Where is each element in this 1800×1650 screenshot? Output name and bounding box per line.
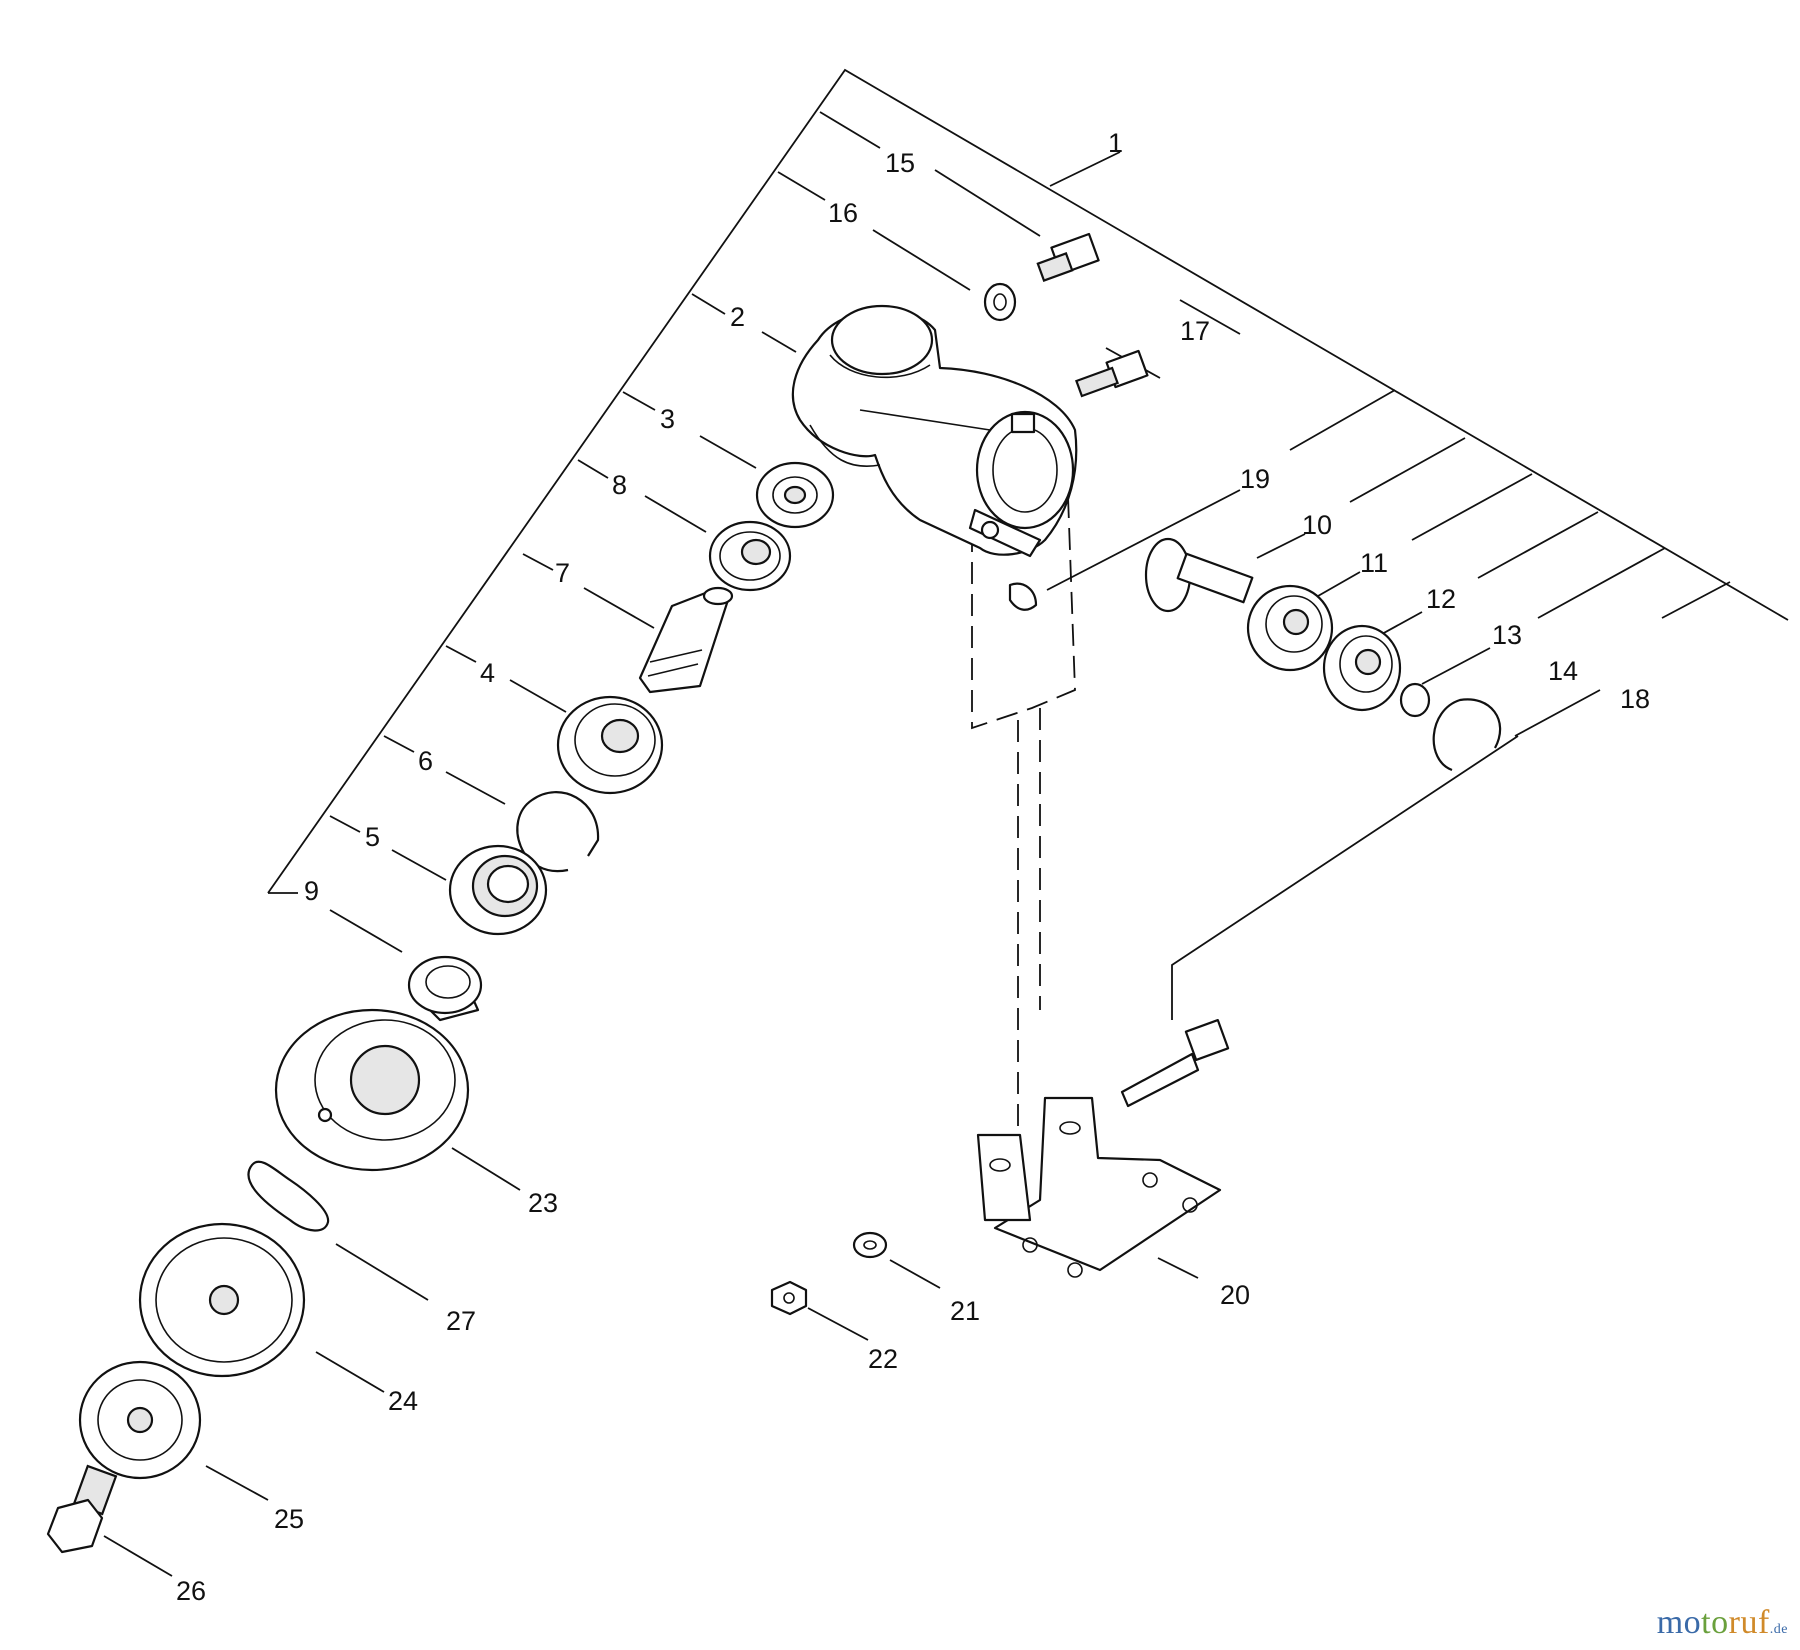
holder-23 (274, 1008, 470, 1172)
callout-4: 4 (480, 658, 495, 688)
callout-16: 16 (828, 198, 858, 228)
callout-labels: 1 2 3 4 5 6 7 8 9 10 11 12 13 14 15 16 1… (176, 128, 1650, 1606)
callout-5: 5 (365, 822, 380, 852)
callout-19: 19 (1240, 464, 1270, 494)
callout-27: 27 (446, 1306, 476, 1336)
bearing-11 (1246, 584, 1334, 672)
seal-5 (448, 844, 548, 936)
callout-1: 1 (1108, 128, 1123, 158)
ring-13 (1399, 682, 1431, 718)
callout-9: 9 (304, 876, 319, 906)
callout-22: 22 (868, 1344, 898, 1374)
callout-15: 15 (885, 148, 915, 178)
callout-3: 3 (660, 404, 675, 434)
callout-12: 12 (1426, 584, 1456, 614)
callout-7: 7 (555, 558, 570, 588)
watermark-part-3: ruf (1728, 1604, 1770, 1641)
watermark-part-1: mo (1656, 1604, 1702, 1641)
callout-26: 26 (176, 1576, 206, 1606)
clip-27 (247, 1160, 330, 1232)
bearing-12 (1322, 624, 1402, 712)
bolt-18 (1120, 1018, 1230, 1108)
watermark-suffix: .de (1769, 1622, 1788, 1637)
key-19 (1008, 582, 1038, 611)
callout-8: 8 (612, 470, 627, 500)
assembly-dashes (971, 495, 1076, 1150)
callout-25: 25 (274, 1504, 304, 1534)
callout-20: 20 (1220, 1280, 1250, 1310)
bolt-15 (1036, 232, 1100, 282)
shaft-7 (638, 586, 734, 694)
bearing-3 (755, 461, 835, 529)
watermark-logo: motoruf.de (1657, 1604, 1788, 1642)
callout-17: 17 (1180, 316, 1210, 346)
plate-24 (138, 1222, 306, 1378)
gear-8 (708, 520, 792, 592)
callout-10: 10 (1302, 510, 1332, 540)
callout-21: 21 (950, 1296, 980, 1326)
callout-14: 14 (1548, 656, 1578, 686)
nut-22 (770, 1280, 808, 1316)
callout-2: 2 (730, 302, 745, 332)
callout-6: 6 (418, 746, 433, 776)
washer-21 (852, 1231, 888, 1259)
spacer-9 (407, 955, 483, 1022)
snap-ring-14 (1432, 698, 1502, 772)
bracket-20 (976, 1096, 1222, 1278)
watermark-part-2: to (1701, 1604, 1729, 1641)
callout-18: 18 (1620, 684, 1650, 714)
callout-23: 23 (528, 1188, 558, 1218)
callout-13: 13 (1492, 620, 1522, 650)
gear-housing (791, 304, 1078, 558)
group-bracket (267, 68, 1789, 894)
cover-25 (78, 1360, 202, 1480)
ball-bearing-4 (556, 695, 664, 795)
bolt-26 (46, 1464, 118, 1554)
screw-17 (1074, 349, 1149, 398)
leader-lines (103, 111, 1731, 1577)
callout-11: 11 (1360, 548, 1388, 578)
callout-24: 24 (388, 1386, 418, 1416)
washer-16 (983, 282, 1017, 322)
gear-shaft-10 (1144, 537, 1254, 613)
